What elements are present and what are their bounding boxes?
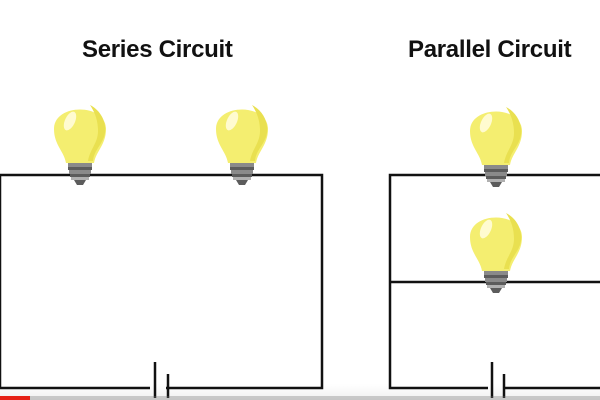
- parallel-circuit-title: Parallel Circuit: [408, 36, 572, 63]
- series-circuit-title: Series Circuit: [82, 36, 233, 63]
- series-bulb-1-icon: [54, 105, 106, 185]
- player-bottom-shade: [0, 384, 600, 400]
- parallel-battery-icon: [488, 362, 506, 398]
- series-battery-icon: [150, 362, 170, 398]
- video-progress-fill: [0, 396, 30, 400]
- video-progress-bar[interactable]: [0, 396, 600, 400]
- series-circuit-wires: [0, 173, 324, 390]
- series-bulb-2-icon: [216, 105, 268, 185]
